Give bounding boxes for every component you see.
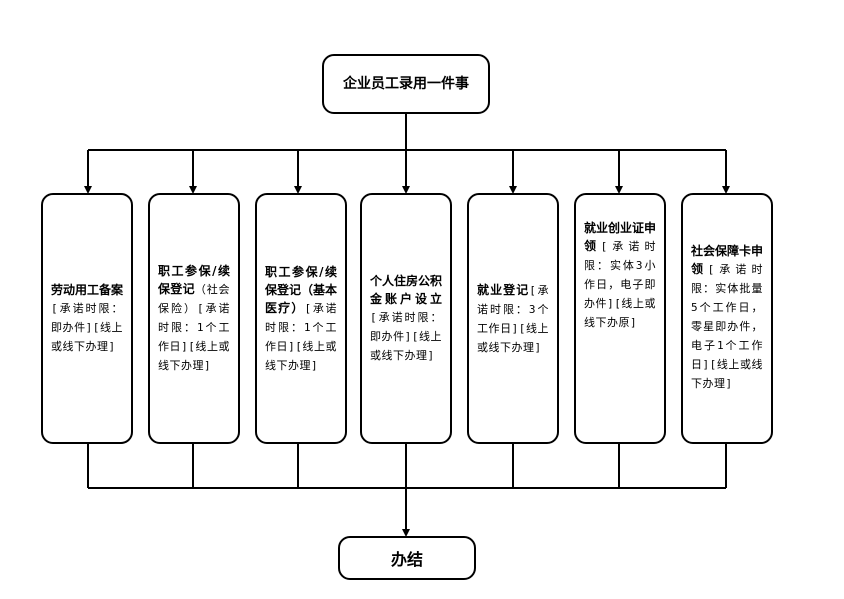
item-note-3: [承诺时限：1个工作日][线上或线下办理] [265, 301, 337, 372]
start-node: 企业员工录用一件事 [322, 54, 490, 114]
item-title-7: 社会保障卡申领 [691, 244, 764, 276]
item-note-2: [承诺时限：1个工作日][线上或线下办理] [158, 302, 231, 372]
item-node-5: 就业登记[承诺时限：3个工作日][线上或线下办理] [467, 193, 559, 444]
item-title-2: 职工参保/续保登记 [158, 264, 230, 296]
end-node: 办结 [338, 536, 476, 580]
item-node-4: 个人住房公积金账户设立 [承诺时限：即办件][线上或线下办理] [360, 193, 452, 444]
item-node-2: 职工参保/续保登记（社会保险）[承诺时限：1个工作日][线上或线下办理] [148, 193, 240, 444]
item-node-7: 社会保障卡申领[承诺时限：实体批量5个工作日，零星即办件，电子1个工作日][线上… [681, 193, 773, 444]
item-note-7: [承诺时限：实体批量5个工作日，零星即办件，电子1个工作日][线上或线下办理] [691, 263, 763, 390]
item-note-5: [承诺时限：3个工作日][线上或线下办理] [477, 283, 549, 354]
item-node-6: 就业创业证申领[承诺时限：实体3小作日，电子即办件][线上或线下办原] [574, 193, 666, 444]
item-title-1: 劳动用工备案 [51, 283, 124, 297]
item-node-1: 劳动用工备案 [承诺时限：即办件][线上或线下办理] [41, 193, 133, 444]
item-note-1: [承诺时限：即办件][线上或线下办理] [51, 302, 123, 353]
item-title-5: 就业登记 [477, 282, 530, 297]
start-node-label: 企业员工录用一件事 [343, 75, 469, 92]
item-title-6: 就业创业证申领 [584, 221, 657, 253]
end-node-label: 办结 [390, 550, 423, 569]
item-title-3: 职工参保/续保登记（基本医疗） [265, 264, 338, 315]
item-node-3: 职工参保/续保登记（基本医疗）[承诺时限：1个工作日][线上或线下办理] [255, 193, 347, 444]
item-subtitle-2: （社会保险） [158, 283, 230, 315]
item-note-6: [承诺时限：实体3小作日，电子即办件][线上或线下办原] [584, 240, 656, 329]
item-title-4: 个人住房公积金账户设立 [370, 274, 443, 306]
item-note-4: [承诺时限：即办件][线上或线下办理] [370, 311, 442, 362]
